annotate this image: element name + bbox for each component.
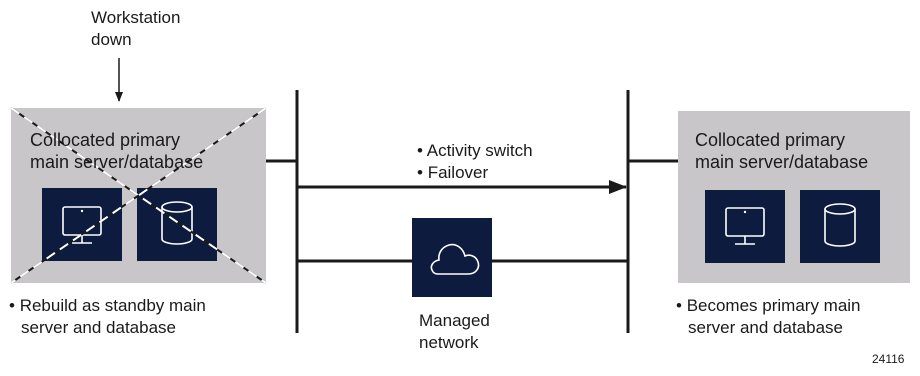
right-server-note-line2: server and database <box>688 318 843 337</box>
left-server-title-line2: main server/database <box>30 152 204 172</box>
monitor-icon <box>725 207 765 245</box>
right-database-tile <box>800 190 880 263</box>
figure-number: 24116 <box>872 352 905 366</box>
right-server-note-line1: • Becomes primary main <box>676 296 861 315</box>
bullet-failover: • Failover <box>417 163 489 182</box>
left-database-tile <box>137 188 217 261</box>
left-server-note-line2: server and database <box>21 318 176 337</box>
database-icon <box>824 203 856 247</box>
left-server-note-line1: • Rebuild as standby main <box>9 296 206 315</box>
left-server-title-line1: Collocated primary <box>30 130 181 150</box>
network-label-line2: network <box>419 333 479 352</box>
bullet-activity-switch: • Activity switch <box>417 141 533 160</box>
right-monitor-tile <box>705 190 785 263</box>
cloud-icon <box>430 243 480 275</box>
network-tile <box>412 218 492 297</box>
database-icon <box>161 201 193 245</box>
failure-cross <box>10 107 267 284</box>
left-monitor-tile <box>42 188 122 261</box>
left-note-text1: Rebuild as standby main <box>19 296 206 315</box>
workstation-label-line2: down <box>91 30 132 49</box>
bullet-failover-text: Failover <box>427 163 489 182</box>
network-label-line1: Managed <box>419 311 490 330</box>
right-server-title-line1: Collocated primary <box>695 130 846 150</box>
workstation-label-line1: Workstation <box>91 8 181 27</box>
right-server-title-line2: main server/database <box>695 152 869 172</box>
right-note-text1: Becomes primary main <box>686 296 861 315</box>
bullet-activity-switch-text: Activity switch <box>426 141 533 160</box>
